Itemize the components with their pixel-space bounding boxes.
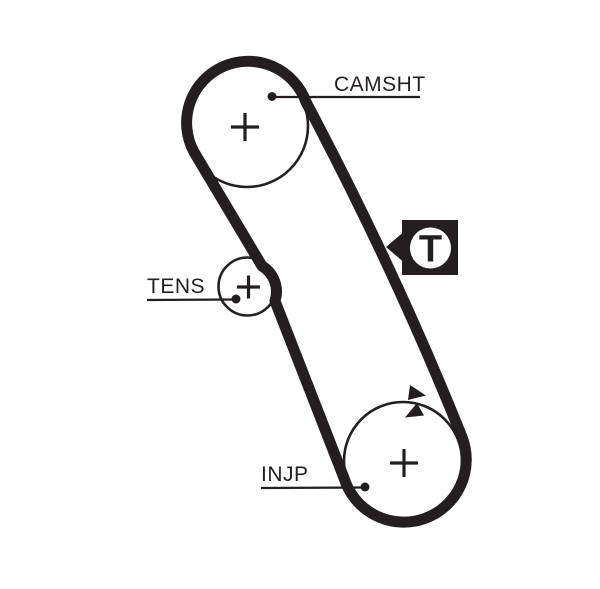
tensioner-center-cross-icon xyxy=(237,275,260,299)
alignment-arrow-upper-icon xyxy=(408,385,426,400)
camshaft-center-cross-icon xyxy=(231,113,259,141)
injection-pump-leader-dot xyxy=(360,482,370,492)
tensioner-label: TENS xyxy=(147,275,205,298)
camshaft-leader-dot xyxy=(267,92,277,101)
tensioner-leader-line xyxy=(146,298,237,302)
tensioner-marker-letter: T xyxy=(419,229,442,271)
tensioner-marker-circle xyxy=(410,227,451,269)
camshaft-label: CAMSHT xyxy=(334,73,426,96)
injection-pump-label: INJP xyxy=(261,463,309,486)
tensioner-marker-icon: T xyxy=(386,220,458,275)
timing-belt xyxy=(181,55,472,528)
tensioner-marker-pointer-icon xyxy=(386,232,403,262)
alignment-arrow-lower-icon xyxy=(405,403,424,418)
tensioner-leader-dot xyxy=(231,294,241,304)
injection-pump-center-cross-icon xyxy=(390,449,418,477)
